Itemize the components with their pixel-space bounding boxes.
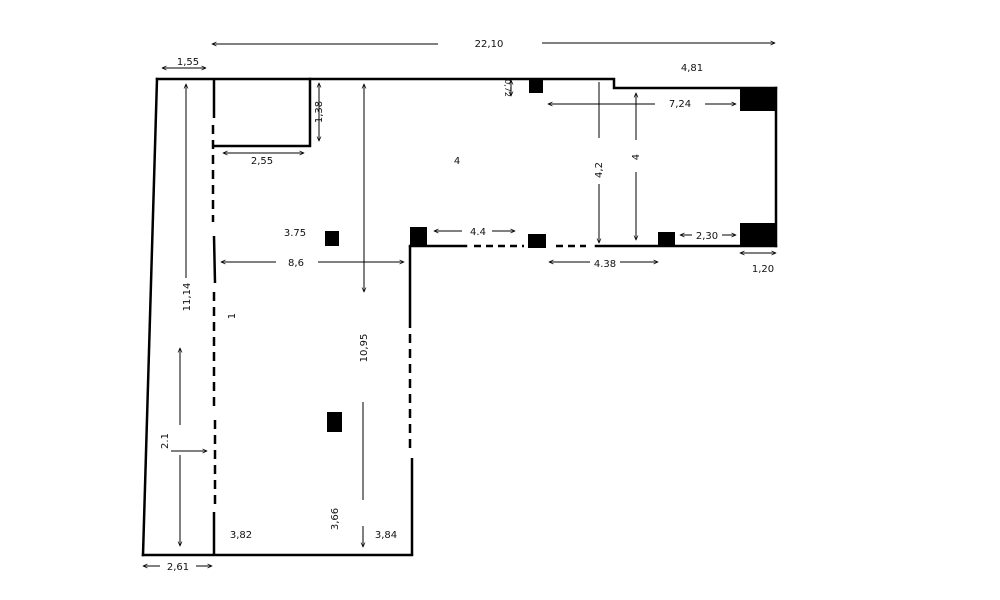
- label-bottom-left-span: 3,82: [230, 530, 252, 541]
- column: [327, 412, 342, 432]
- label-total-width: 22,10: [475, 39, 504, 50]
- label-column-spacing: 3.75: [284, 228, 306, 239]
- room-label-left-strip: 1: [227, 313, 238, 319]
- label-bottom-right-span: 3,84: [375, 530, 397, 541]
- label-door-span: 2.1: [160, 433, 171, 449]
- label-notch: 0,72: [503, 79, 512, 97]
- dimension-lines: [143, 43, 776, 566]
- label-closet-height: 1,38: [314, 101, 325, 123]
- label-bottom-depth: 3,66: [330, 508, 341, 530]
- columns: [325, 78, 777, 432]
- column: [528, 234, 546, 248]
- label-main-depth: 10,95: [359, 334, 370, 363]
- label-closet-width: 2,55: [251, 156, 273, 167]
- column: [529, 78, 543, 93]
- label-corridor-opening: 4.4: [470, 227, 486, 238]
- dimension-labels: 22,10 1,55 4,81 0,72 1,38 2,55 7,24 4,2 …: [160, 39, 774, 573]
- label-bottom-width: 2,61: [167, 562, 189, 573]
- label-right-pillar-width: 1,20: [752, 264, 774, 275]
- partition-right: [408, 246, 414, 555]
- label-left-strip-length: 11,14: [182, 283, 193, 312]
- column: [740, 88, 777, 111]
- wall-outer-left: [141, 77, 159, 557]
- label-right-top: 4,81: [681, 63, 703, 74]
- column: [325, 231, 339, 246]
- label-right-height-a: 4,2: [594, 162, 605, 178]
- room-labels: 4 1: [227, 156, 460, 319]
- column: [410, 227, 427, 247]
- label-right-height-b: 4: [631, 154, 642, 160]
- wall-top: [155, 77, 778, 90]
- room-label-right-wing: 4: [454, 156, 460, 167]
- wall-closet: [212, 77, 312, 148]
- column: [740, 223, 777, 246]
- label-right-bottom-span: 4.38: [594, 259, 616, 270]
- walls: [141, 77, 778, 557]
- column: [658, 232, 675, 246]
- label-right-bottom-end: 2,30: [696, 231, 718, 242]
- label-central-width: 8,6: [288, 258, 304, 269]
- label-right-wing-width: 7,24: [669, 99, 691, 110]
- partition-left: [211, 79, 217, 555]
- label-left-strip-top: 1,55: [177, 57, 199, 68]
